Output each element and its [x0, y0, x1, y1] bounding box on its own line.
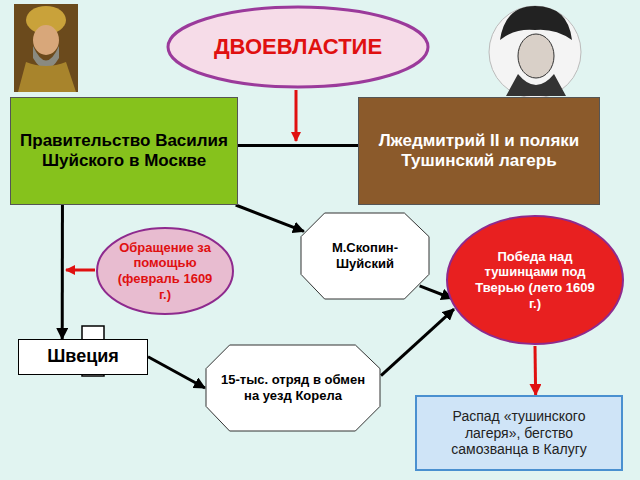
ellipse-shape	[97, 228, 233, 314]
node-text: Победа над тушинцами под Тверью (лето 16…	[472, 249, 598, 311]
ellipse-shape	[447, 216, 623, 344]
portrait-shuisky	[14, 4, 78, 92]
victory-ellipse: Победа над тушинцами под Тверью (лето 16…	[445, 214, 625, 346]
connector-arrow	[236, 205, 304, 231]
connector-arrow	[381, 309, 454, 376]
octagon-shape	[301, 213, 429, 299]
government-box: Правительство Василия Шуйского в Москве	[10, 97, 238, 205]
commander-octagon: М.Скопин-Шуйский	[300, 212, 430, 300]
node-text: ДВОЕВЛАСТИЕ	[214, 34, 382, 60]
portrait-false-dmitry	[489, 6, 581, 98]
title-ellipse: ДВОЕВЛАСТИЕ	[165, 4, 431, 90]
node-text: 15-тыс. отряд в обмен на уезд Корела	[217, 372, 369, 403]
connector-arrow	[61, 205, 64, 339]
pointer-arrow	[66, 269, 95, 272]
node-text: Лжедмитрий II и поляки Тушинский лагерь	[367, 131, 591, 172]
outcome-box: Распад «тушинского лагеря», бегство само…	[415, 395, 623, 471]
connector-arrow	[148, 357, 205, 388]
connector-arrow	[238, 144, 358, 147]
node-text: Обращение за помощью (февраль 1609 г.)	[116, 240, 214, 302]
pointer-arrow	[295, 90, 298, 141]
node-text: М.Скопин-Шуйский	[312, 240, 418, 271]
detachment-octagon: 15-тыс. отряд в обмен на уезд Корела	[205, 344, 381, 432]
node-text: Правительство Василия Шуйского в Москве	[19, 131, 229, 172]
node-text: Швеция	[47, 346, 119, 368]
connector-arrow	[534, 346, 538, 395]
country-label: Швеция	[18, 339, 148, 375]
ellipse-shape	[168, 7, 428, 87]
octagon-shape	[206, 345, 380, 431]
appeal-ellipse: Обращение за помощью (февраль 1609 г.)	[95, 226, 235, 316]
camp-box: Лжедмитрий II и поляки Тушинский лагерь	[358, 97, 600, 205]
node-text: Распад «тушинского лагеря», бегство само…	[425, 408, 613, 458]
